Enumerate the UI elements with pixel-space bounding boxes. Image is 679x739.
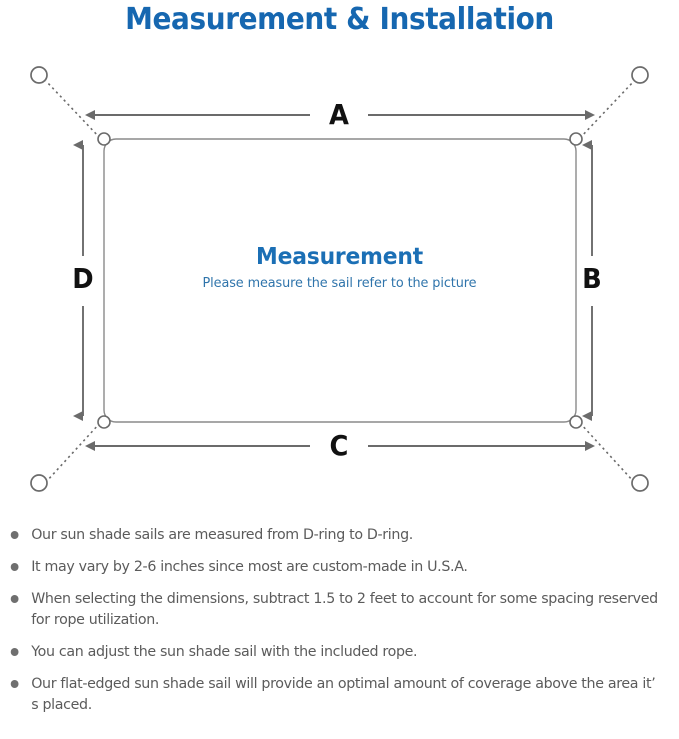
note-text: It may vary by 2-6 inches since most are… <box>31 558 468 575</box>
dimension-arrows-group <box>73 110 595 451</box>
dimension-label-b: B <box>582 262 602 295</box>
rope-line-bottom-left <box>45 422 101 483</box>
page-title: Measurement & Installation <box>125 2 554 37</box>
note-item: When selecting the dimensions, subtract … <box>0 588 662 630</box>
diagram-svg <box>30 66 649 492</box>
d-ring-bottom-left <box>97 415 111 429</box>
note-item: You can adjust the sun shade sail with t… <box>0 641 662 662</box>
dimension-label-d: D <box>72 262 94 295</box>
rope-line-bottom-right <box>579 422 635 483</box>
d-ring-top-left <box>97 132 111 146</box>
note-text: When selecting the dimensions, subtract … <box>31 590 658 628</box>
note-item: Our sun shade sails are measured from D-… <box>0 524 662 545</box>
d-rings-group <box>97 132 583 429</box>
rope-lines-group <box>45 80 635 483</box>
anchor-points-group <box>30 66 649 492</box>
note-text: Our sun shade sails are measured from D-… <box>31 526 413 543</box>
note-item: Our flat-edged sun shade sail will provi… <box>0 673 662 715</box>
bullet-icon <box>10 563 19 571</box>
bullet-icon <box>10 648 19 656</box>
anchor-point-top-left <box>30 66 48 84</box>
notes-list: Our sun shade sails are measured from D-… <box>0 524 679 715</box>
anchor-point-top-right <box>631 66 649 84</box>
d-ring-bottom-right <box>569 415 583 429</box>
note-item: It may vary by 2-6 inches since most are… <box>0 556 662 577</box>
bullet-icon <box>10 595 19 603</box>
anchor-point-bottom-left <box>30 474 48 492</box>
note-text: You can adjust the sun shade sail with t… <box>31 643 418 660</box>
bullet-icon <box>10 680 19 688</box>
dimension-label-a: A <box>329 98 349 131</box>
bullet-icon <box>10 531 19 539</box>
dimension-label-c: C <box>329 429 349 462</box>
rope-line-top-left <box>45 80 101 139</box>
anchor-point-bottom-right <box>631 474 649 492</box>
note-text: Our flat-edged sun shade sail will provi… <box>31 675 656 713</box>
sail-measurement-diagram: A B C D Measurement Please measure the s… <box>0 50 679 515</box>
d-ring-top-right <box>569 132 583 146</box>
rope-line-top-right <box>579 80 635 139</box>
sail-body <box>103 138 577 423</box>
